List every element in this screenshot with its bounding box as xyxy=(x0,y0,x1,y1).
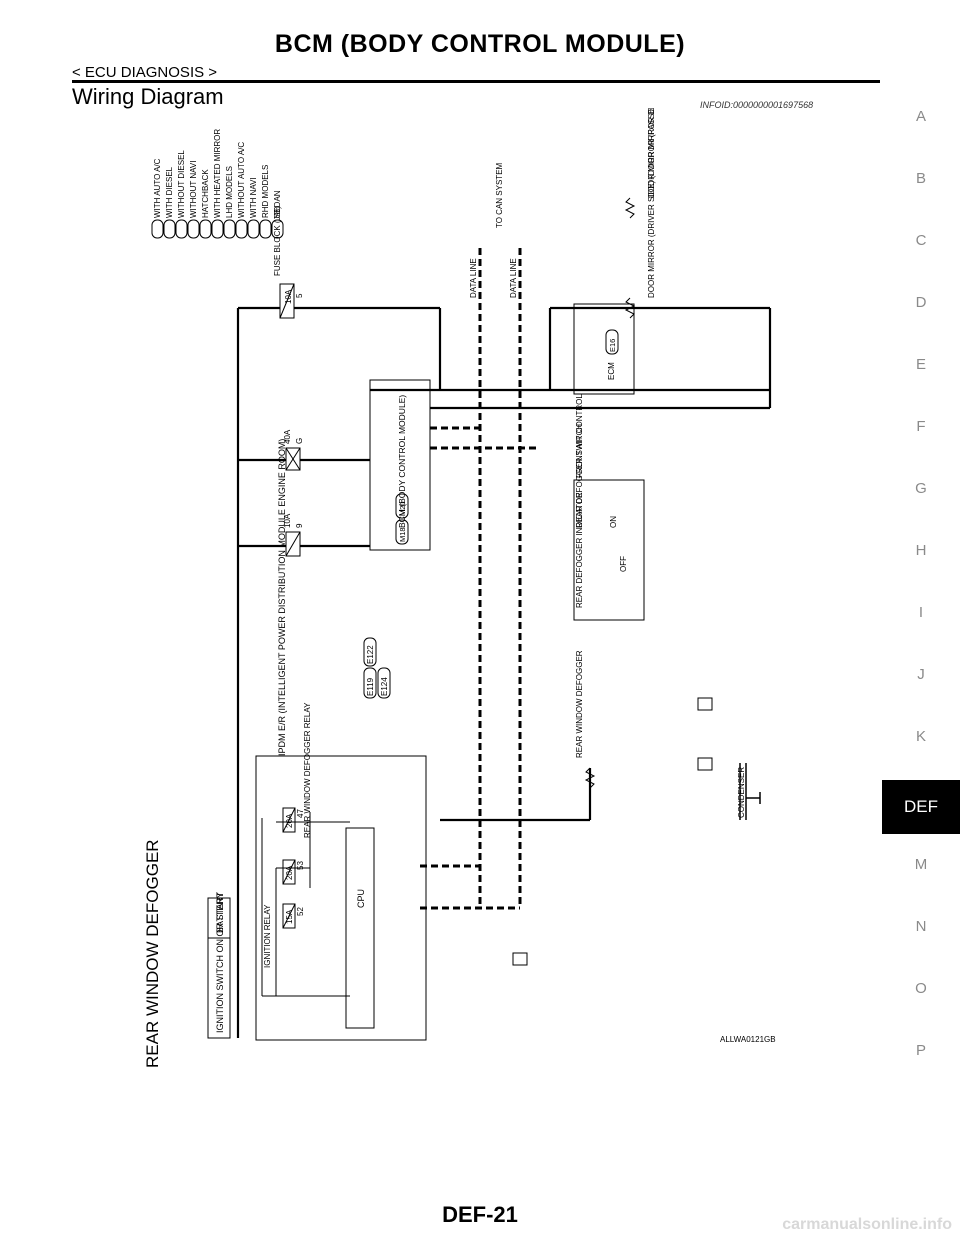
svg-text:G: G xyxy=(295,438,304,444)
ignition-relay-label: IGNITION RELAY xyxy=(263,904,272,968)
cpu-label: CPU xyxy=(356,889,366,908)
index-letter-c[interactable]: C xyxy=(915,232,927,249)
svg-text:RHD MODELS: RHD MODELS xyxy=(261,165,270,218)
section-title: Wiring Diagram xyxy=(72,84,224,109)
svg-text:53: 53 xyxy=(296,861,305,870)
index-letter-g[interactable]: G xyxy=(915,480,927,497)
svg-text:LHD MODELS: LHD MODELS xyxy=(225,166,234,218)
svg-text:47: 47 xyxy=(296,809,305,818)
rear-window-defogger-label: REAR WINDOW DEFOGGER xyxy=(575,650,584,758)
front-air-label: FRONT AIR CONTROL xyxy=(575,394,584,478)
svg-text:M20: M20 xyxy=(398,501,407,516)
svg-text:HATCHBACK: HATCHBACK xyxy=(201,169,210,218)
svg-text:E119: E119 xyxy=(366,677,375,696)
svg-text:M18: M18 xyxy=(398,527,407,542)
condenser-label: CONDENSER xyxy=(737,767,746,818)
svg-text:WITHOUT DIESEL: WITHOUT DIESEL xyxy=(177,150,186,218)
section-index: A B C D E F G H I J K DEF M N O P xyxy=(882,100,960,1059)
door-mirror-driver-label: DOOR MIRROR (DRIVER SIDE) (DOOR MIRROR D… xyxy=(647,108,656,298)
index-letter-k[interactable]: K xyxy=(915,728,926,745)
svg-text:15A: 15A xyxy=(285,909,294,924)
index-letter-i[interactable]: I xyxy=(918,604,924,621)
svg-text:WITHOUT NAVI: WITHOUT NAVI xyxy=(189,161,198,218)
legend: WITH AUTO A/C WITH DIESEL WITHOUT DIESEL… xyxy=(153,129,282,218)
breadcrumb: < ECU DIAGNOSIS > xyxy=(72,64,218,81)
svg-text:WITH NAVI: WITH NAVI xyxy=(249,177,258,218)
ipdm-label: IPDM E/R (INTELLIGENT POWER DISTRIBUTION… xyxy=(277,439,287,756)
svg-text:40A: 40A xyxy=(283,429,292,444)
wiring-diagram: REAR WINDOW DEFOGGER IGNITION SWITCH ON … xyxy=(143,108,776,1068)
svg-text:20A: 20A xyxy=(285,813,294,828)
fuse-20a-53 xyxy=(282,859,296,885)
rear-defogger-indicator-label: REAR DEFOGGER INDICATOR xyxy=(575,492,584,608)
info-id: INFOID:0000000001697568 xyxy=(700,100,814,110)
fuse-10a-9 xyxy=(285,531,301,557)
svg-text:WITH AUTO A/C: WITH AUTO A/C xyxy=(153,158,162,218)
switch-off-label: OFF xyxy=(619,556,628,572)
svg-text:5: 5 xyxy=(295,293,304,298)
index-letter-h[interactable]: H xyxy=(915,542,927,559)
index-letter-d[interactable]: D xyxy=(915,294,927,311)
svg-text:E122: E122 xyxy=(366,645,375,664)
data-line-label-2: DATA LINE xyxy=(509,258,518,298)
svg-text:WITHOUT AUTO A/C: WITHOUT AUTO A/C xyxy=(237,142,246,218)
svg-text:WITH HEATED MIRROR: WITH HEATED MIRROR xyxy=(213,129,222,218)
index-letter-p[interactable]: P xyxy=(915,1042,926,1059)
ipdm-connectors: E119 E122 E124 xyxy=(363,637,391,699)
door-mirror-passenger-label: DOOR MIRROR (PASSENGER SIDE) (DOOR MIRRO… xyxy=(647,108,656,198)
defogger-relay-label: REAR WINDOW DEFOGGER RELAY xyxy=(303,702,312,838)
svg-text:9: 9 xyxy=(295,523,304,528)
fuse-20a-47 xyxy=(282,807,296,833)
data-line-label: DATA LINE xyxy=(469,258,478,298)
to-can-label: TO CAN SYSTEM xyxy=(495,162,504,228)
index-letter-m[interactable]: M xyxy=(914,856,928,873)
index-letter-n[interactable]: N xyxy=(915,918,927,935)
legend-tags xyxy=(151,219,284,239)
page-number: DEF-21 xyxy=(442,1202,518,1227)
battery-label: BATTERY xyxy=(215,892,225,933)
fuse-block-label: FUSE BLOCK (J/B) xyxy=(273,206,282,276)
svg-text:52: 52 xyxy=(296,907,305,916)
svg-text:E16: E16 xyxy=(608,339,617,352)
switch-on-label: ON xyxy=(609,516,618,528)
fuse-40a-g xyxy=(285,447,301,471)
bcm-label: BCM (BODY CONTROL MODULE) xyxy=(397,395,407,528)
svg-text:10A: 10A xyxy=(283,513,292,528)
page-title: BCM (BODY CONTROL MODULE) xyxy=(274,30,686,58)
ignition-switch-label: IGNITION SWITCH ON OR START xyxy=(215,891,225,1033)
fuse-15a xyxy=(282,903,296,929)
diagram-code: ALLWA0121GB xyxy=(720,1035,776,1044)
header-rule xyxy=(72,80,880,83)
ecm-label: ECM xyxy=(607,362,616,380)
svg-text:WITH DIESEL: WITH DIESEL xyxy=(165,166,174,218)
svg-text:20A: 20A xyxy=(285,865,294,880)
svg-text:E124: E124 xyxy=(380,677,389,696)
index-letter-j[interactable]: J xyxy=(917,666,925,683)
index-letter-o[interactable]: O xyxy=(915,980,927,997)
svg-text:10A: 10A xyxy=(284,289,293,304)
rear-defogger-switch-label: REAR DEFOGGER SWITCH xyxy=(575,424,584,528)
diagram-title: REAR WINDOW DEFOGGER xyxy=(143,839,162,1068)
index-letter-f[interactable]: F xyxy=(916,418,926,435)
index-active-def[interactable]: DEF xyxy=(882,780,960,834)
watermark: carmanualsonline.info xyxy=(782,1216,952,1233)
svg-text:SEDAN: SEDAN xyxy=(273,190,282,218)
index-letter-a[interactable]: A xyxy=(915,108,926,125)
index-letter-e[interactable]: E xyxy=(915,356,926,373)
index-letter-b[interactable]: B xyxy=(915,170,926,187)
fuse-10a-5 xyxy=(279,283,295,319)
